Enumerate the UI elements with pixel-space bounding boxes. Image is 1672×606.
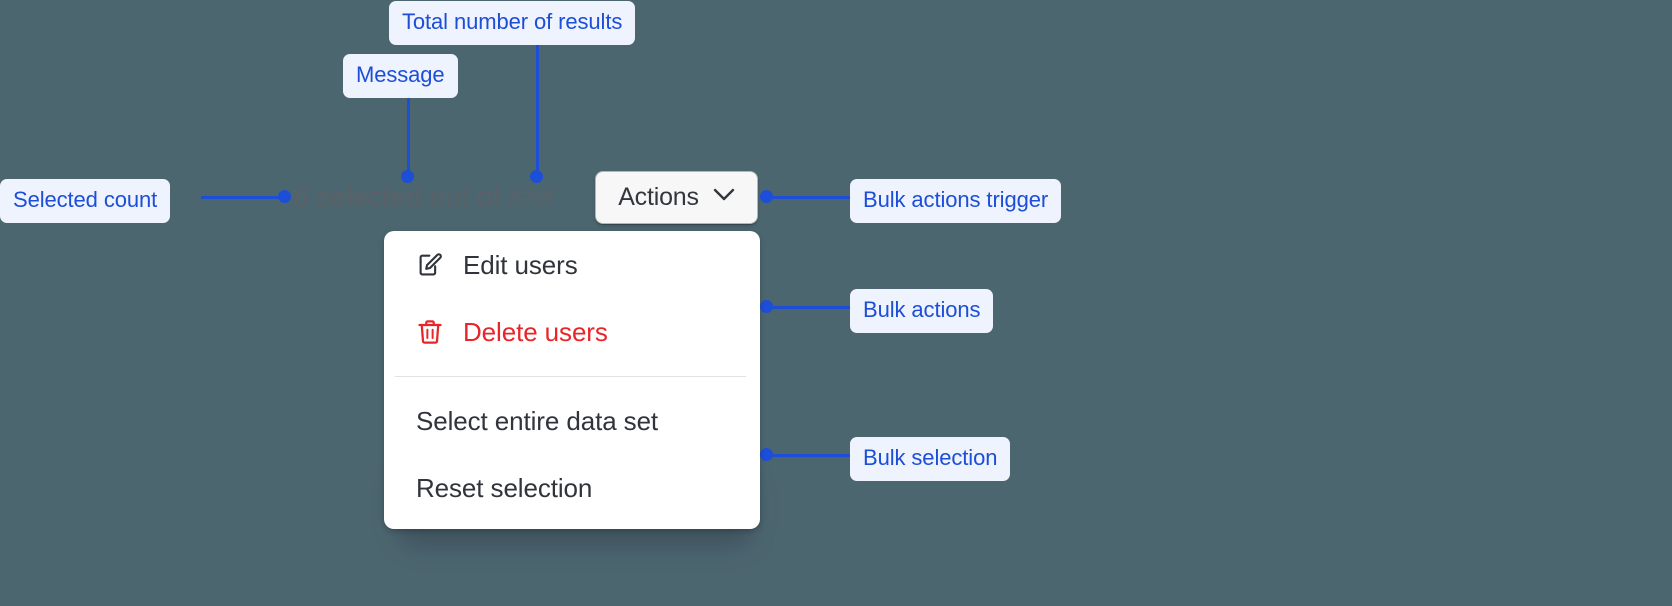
annotation-total-results: Total number of results xyxy=(389,1,636,45)
menu-item-delete-users-label: Delete users xyxy=(463,316,608,347)
menu-item-edit-users-label: Edit users xyxy=(463,249,578,280)
connector-dot-selected-count xyxy=(278,190,291,203)
trash-icon xyxy=(415,317,445,347)
menu-item-edit-users[interactable]: Edit users xyxy=(384,231,760,298)
connector-line-total-results xyxy=(536,39,539,177)
connector-line-selected-count xyxy=(201,196,286,199)
connector-line-message xyxy=(407,92,410,178)
menu-divider xyxy=(395,376,746,377)
selected-count-message: 6 selected out of ### xyxy=(293,181,556,212)
connector-line-bulk-actions-trigger xyxy=(765,196,853,199)
annotation-selected-count: Selected count xyxy=(0,179,171,223)
annotation-bulk-selection: Bulk selection xyxy=(850,437,1011,481)
connector-dot-bulk-actions-trigger xyxy=(760,190,773,203)
menu-item-delete-users[interactable]: Delete users xyxy=(384,298,760,365)
bulk-actions-trigger-label: Actions xyxy=(618,183,699,211)
chevron-down-icon xyxy=(713,188,735,207)
menu-item-reset-selection[interactable]: Reset selection xyxy=(384,454,760,521)
bulk-actions-trigger-button[interactable]: Actions xyxy=(595,171,758,224)
menu-item-select-entire-data-set[interactable]: Select entire data set xyxy=(384,387,760,454)
menu-item-reset-selection-label: Reset selection xyxy=(416,472,593,503)
connector-dot-bulk-actions xyxy=(760,300,773,313)
pencil-square-icon xyxy=(415,250,445,280)
connector-dot-bulk-selection xyxy=(760,448,773,461)
connector-line-bulk-selection xyxy=(765,454,853,457)
connector-line-bulk-actions xyxy=(765,306,853,309)
bulk-actions-dropdown-menu[interactable]: Edit users Delete users Select e xyxy=(384,231,760,529)
menu-group-bulk-selection: Select entire data set Reset selection xyxy=(384,387,760,521)
annotation-bulk-actions: Bulk actions xyxy=(850,289,994,333)
connector-dot-message xyxy=(401,170,414,183)
menu-group-bulk-actions: Edit users Delete users xyxy=(384,231,760,365)
annotation-bulk-actions-trigger: Bulk actions trigger xyxy=(850,179,1062,223)
connector-dot-total-results xyxy=(530,170,543,183)
annotation-message: Message xyxy=(343,54,458,98)
menu-item-select-entire-data-set-label: Select entire data set xyxy=(416,405,659,436)
